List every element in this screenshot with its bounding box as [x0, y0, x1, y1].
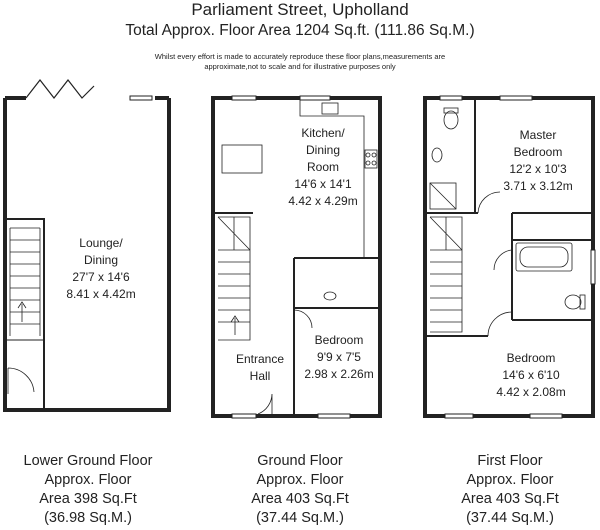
- room-label-line: 4.42 x 4.29m: [288, 194, 357, 208]
- caption-line: Area 403 Sq.Ft: [461, 491, 559, 507]
- door: [257, 393, 273, 416]
- disclaimer: Whilst every effort is made to accuratel…: [130, 52, 470, 72]
- floor-caption-ground: Ground Floor Approx. Floor Area 403 Sq.F…: [210, 452, 390, 528]
- shower-tray-icon: [429, 182, 457, 210]
- basin-icon: [323, 291, 337, 301]
- room-kitchen-dining: Kitchen/ Dining Room 14'6 x 14'1 4.42 x …: [288, 126, 357, 208]
- caption-line: Lower Ground Floor: [23, 453, 153, 469]
- toilet-icon: [564, 294, 582, 310]
- room-label-line: 8.41 x 4.42m: [66, 287, 135, 301]
- room-bedroom-ground: Bedroom 9'9 x 7'5 2.98 x 2.26m: [304, 333, 373, 381]
- floor-caption-first: First Floor Approx. Floor Area 403 Sq.Ft…: [420, 452, 600, 528]
- window: [231, 413, 257, 419]
- hob-icon: [364, 149, 378, 169]
- room-entrance-hall: Entrance Hall: [236, 352, 284, 383]
- kitchen-units: [221, 100, 378, 258]
- caption-line: Approx. Floor: [466, 472, 554, 488]
- room-label-line: 3.71 x 3.12m: [503, 179, 572, 193]
- room-label-line: 27'7 x 14'6: [72, 270, 130, 284]
- floor-caption-lower-ground: Lower Ground Floor Approx. Floor Area 39…: [0, 452, 176, 528]
- room-label-line: Master: [520, 128, 557, 142]
- caption-line: (37.44 Sq.M.): [466, 510, 554, 526]
- caption-line: (36.98 Sq.M.): [44, 510, 132, 526]
- room-label-line: 14'6 x 14'1: [294, 177, 352, 191]
- room-label-line: 14'6 x 6'10: [502, 368, 560, 382]
- window: [129, 95, 153, 101]
- total-floor-area: Total Approx. Floor Area 1204 Sq.ft. (11…: [125, 22, 475, 39]
- staircase: [429, 216, 463, 333]
- room-label-line: Dining: [306, 143, 340, 157]
- basin-icon: [431, 147, 443, 163]
- room-label-line: 2.98 x 2.26m: [304, 367, 373, 381]
- door: [7, 367, 35, 394]
- lower-ground-floor-plan: [3, 79, 171, 412]
- room-label-line: 12'2 x 10'3: [509, 162, 567, 176]
- room-master-bedroom: Master Bedroom 12'2 x 10'3 3.71 x 3.12m: [503, 128, 572, 193]
- window: [499, 95, 533, 101]
- room-label-line: Bedroom: [507, 351, 556, 365]
- window: [231, 95, 257, 101]
- caption-line: Approx. Floor: [44, 472, 132, 488]
- room-label-line: Kitchen/: [301, 126, 345, 140]
- bath-icon: [515, 242, 573, 272]
- first-floor-plan: [423, 95, 596, 419]
- door: [477, 191, 501, 214]
- window: [299, 95, 331, 101]
- room-lounge-dining: Lounge/ Dining 27'7 x 14'6 8.41 x 4.42m: [66, 236, 135, 301]
- bifold-doors: [25, 79, 95, 99]
- window: [439, 95, 463, 101]
- staircase: [9, 227, 41, 336]
- room-label-line: Dining: [84, 253, 118, 267]
- room-label-line: 4.42 x 2.08m: [496, 385, 565, 399]
- caption-line: Ground Floor: [257, 453, 343, 469]
- toilet-icon: [443, 110, 459, 130]
- caption-line: Area 398 Sq.Ft: [39, 491, 137, 507]
- room-label-line: Bedroom: [315, 333, 364, 347]
- room-label-line: Entrance: [236, 352, 284, 366]
- caption-line: First Floor: [477, 453, 543, 469]
- disclaimer-line-1: Whilst every effort is made to accuratel…: [154, 52, 446, 61]
- window: [444, 413, 474, 419]
- kitchen-island: [221, 144, 263, 174]
- room-label-line: Hall: [250, 369, 271, 383]
- sink-icon: [321, 102, 339, 115]
- door: [493, 249, 513, 271]
- room-label-line: Lounge/: [79, 236, 123, 250]
- staircase: [217, 216, 251, 341]
- ground-floor-plan: [211, 95, 382, 419]
- disclaimer-line-2: approximate,not to scale and for illustr…: [204, 62, 396, 71]
- room-bedroom-first: Bedroom 14'6 x 6'10 4.42 x 2.08m: [496, 351, 565, 399]
- window: [590, 249, 596, 285]
- room-label-line: Room: [307, 160, 339, 174]
- room-label-line: Bedroom: [514, 145, 563, 159]
- window: [317, 413, 351, 419]
- plan-title: Parliament Street, Upholland: [191, 0, 409, 19]
- caption-line: (37.44 Sq.M.): [256, 510, 344, 526]
- door: [293, 309, 313, 329]
- room-label-line: 9'9 x 7'5: [317, 350, 361, 364]
- window: [529, 413, 563, 419]
- caption-line: Area 403 Sq.Ft: [251, 491, 349, 507]
- door: [487, 311, 513, 337]
- caption-line: Approx. Floor: [256, 472, 344, 488]
